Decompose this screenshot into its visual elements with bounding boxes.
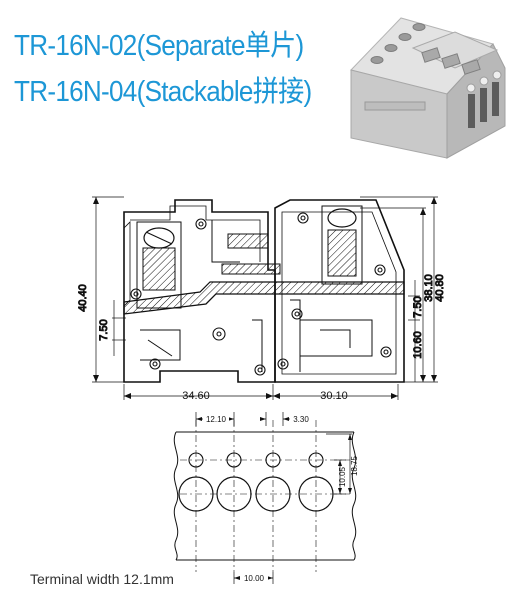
- dim-offset-right-upper: 7.50: [412, 296, 424, 317]
- dim-height-inner: 10.05: [338, 466, 347, 487]
- dim-height-outer: 18.75: [350, 455, 359, 476]
- dim-pitch-top: 12.10: [206, 415, 227, 424]
- dim-height-left: 40.40: [77, 284, 89, 312]
- dim-offset-top: 3.30: [293, 415, 309, 424]
- dim-width-left: 34.60: [182, 390, 210, 402]
- title-separate: TR-16N-02(Separate单片): [14, 30, 304, 62]
- dim-offset-left: 7.50: [98, 319, 110, 340]
- terminal-width-caption: Terminal width 12.1mm: [30, 571, 174, 587]
- dim-width-right: 30.10: [320, 390, 348, 402]
- terminal-side-view-drawing: 40.40 38.10 40.80 7.50 7.50 10.60 34.60 …: [77, 196, 447, 402]
- product-photo: [350, 17, 506, 159]
- pcb-footprint-drawing: 12.10 3.30 10.05 18.75 10.00: [173, 412, 359, 584]
- title-stackable: TR-16N-04(Stackable拼接): [14, 76, 312, 108]
- dim-height-right-inner: 38.10: [423, 274, 435, 302]
- dim-height-right-outer: 40.80: [434, 274, 446, 302]
- dim-pitch-bottom: 10.00: [244, 574, 265, 583]
- dim-offset-right-lower: 10.60: [412, 331, 424, 359]
